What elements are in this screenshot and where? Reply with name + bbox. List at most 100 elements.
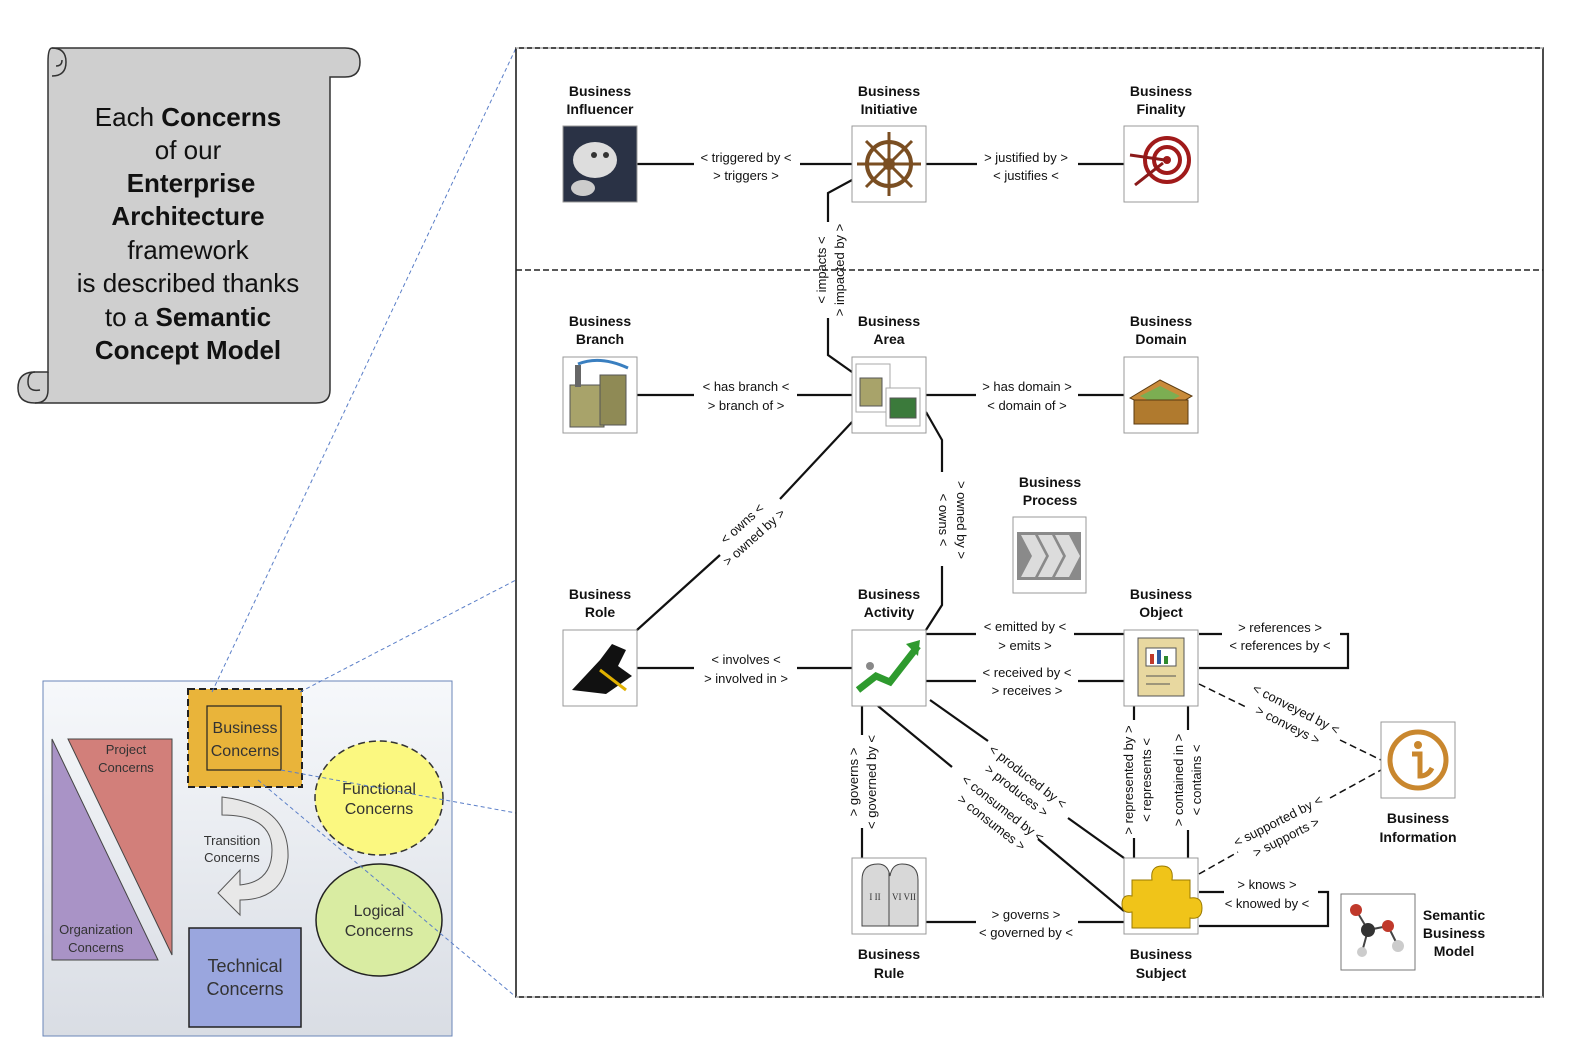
business-process-icon — [1012, 516, 1087, 594]
activity-label-2: Activity — [864, 604, 915, 620]
scroll-callout: Each Concerns of our Enterprise Architec… — [17, 47, 361, 404]
business-branch-icon — [562, 356, 638, 434]
rel-knows-1: > knows > — [1237, 877, 1296, 892]
node-labels: Business Influencer Business Initiative … — [567, 83, 1486, 981]
branch-label-2: Branch — [576, 331, 624, 347]
rel-references-1: > references > — [1238, 620, 1322, 635]
rel-branch-2: > branch of > — [708, 398, 785, 413]
organization-concerns-label-1: Organization — [59, 922, 133, 937]
transition-concerns-label-2: Concerns — [204, 850, 260, 865]
business-area-icon — [851, 356, 927, 434]
rel-represented-1: > represented by > — [1121, 725, 1136, 834]
rel-represented-2: < represents < — [1139, 738, 1154, 822]
role-label-2: Role — [585, 604, 616, 620]
rel-domain-2: < domain of > — [987, 398, 1067, 413]
organization-concerns-shape — [51, 738, 159, 961]
finality-label-2: Finality — [1136, 101, 1185, 117]
model-label-3: Model — [1434, 943, 1474, 959]
connectors — [636, 162, 1350, 928]
technical-concerns-shape — [188, 927, 302, 1028]
rel-emitted-2: > emits > — [998, 638, 1051, 653]
rel-owns-act-1: < owns < — [936, 494, 951, 547]
activity-label-1: Business — [858, 586, 920, 602]
process-label-2: Process — [1023, 492, 1078, 508]
zoom-lines — [211, 47, 517, 998]
rel-impacts-2: > impacted by > — [832, 224, 847, 317]
object-label-1: Business — [1130, 586, 1192, 602]
rel-domain-1: > has domain > — [982, 379, 1072, 394]
business-finality-icon — [1123, 125, 1199, 203]
logical-concerns-shape — [315, 863, 443, 977]
business-domain-icon — [1123, 356, 1199, 434]
model-label-2: Business — [1423, 925, 1485, 941]
business-concerns-shape — [187, 688, 303, 788]
rel-references-2: < references by < — [1229, 638, 1330, 653]
scroll-line8: Concept Model — [95, 335, 281, 365]
dashed-connectors — [1198, 683, 1382, 875]
project-concerns-label-2: Concerns — [98, 760, 154, 775]
initiative-label-2: Initiative — [861, 101, 918, 117]
business-initiative-icon — [851, 125, 927, 203]
business-concerns-label-1: Business — [213, 720, 278, 737]
functional-concerns-shape — [314, 740, 444, 856]
transition-concerns-label-1: Transition — [204, 833, 261, 848]
rel-involves-2: > involved in > — [704, 671, 788, 686]
rule-label-1: Business — [858, 946, 920, 962]
scroll-line4: Architecture — [111, 201, 264, 231]
functional-concerns-label-1: Functional — [342, 781, 416, 798]
logical-concerns-label-1: Logical — [354, 903, 405, 920]
area-label-1: Business — [858, 313, 920, 329]
logical-concerns-label-2: Concerns — [345, 923, 413, 940]
initiative-label-1: Business — [858, 83, 920, 99]
domain-label-2: Domain — [1135, 331, 1186, 347]
business-information-icon — [1380, 721, 1456, 799]
branch-label-1: Business — [569, 313, 631, 329]
svg-text:to a Semantic: to a Semantic — [105, 302, 271, 332]
rel-received-2: > receives > — [992, 683, 1063, 698]
subject-label-1: Business — [1130, 946, 1192, 962]
rel-involves-1: < involves < — [711, 652, 780, 667]
project-concerns-shape — [67, 738, 173, 956]
business-role-icon — [562, 629, 638, 707]
business-concerns-label-2: Concerns — [211, 743, 279, 760]
object-label-2: Object — [1139, 604, 1183, 620]
influencer-label-1: Business — [569, 83, 631, 99]
subject-label-2: Subject — [1136, 965, 1187, 981]
rel-governs-v-2: < governed by < — [864, 735, 879, 829]
influencer-label-2: Influencer — [567, 101, 634, 117]
model-label-1: Semantic — [1423, 907, 1485, 923]
information-label-1: Business — [1387, 810, 1449, 826]
process-label-1: Business — [1019, 474, 1081, 490]
rule-label-2: Rule — [874, 965, 905, 981]
rel-governs-v-1: > governs > — [846, 748, 861, 817]
project-concerns-label-1: Project — [106, 742, 147, 757]
rel-triggered-1: < triggered by < — [700, 150, 791, 165]
area-label-2: Area — [873, 331, 904, 347]
rel-triggered-2: > triggers > — [713, 168, 779, 183]
organization-concerns-label-2: Concerns — [68, 940, 124, 955]
information-label-2: Information — [1380, 829, 1457, 845]
scroll-line5: framework — [127, 235, 249, 265]
technical-concerns-label-1: Technical — [207, 956, 282, 976]
rel-justified-1: > justified by > — [984, 150, 1068, 165]
rel-justified-2: < justifies < — [993, 168, 1059, 183]
rel-impacts-1: < impacts < — [814, 236, 829, 303]
role-label-1: Business — [569, 586, 631, 602]
rel-contained-1: > contained in > — [1171, 734, 1186, 827]
business-subject-icon — [1121, 857, 1203, 935]
business-activity-icon — [851, 629, 927, 707]
business-object-icon — [1123, 629, 1199, 707]
domain-label-1: Business — [1130, 313, 1192, 329]
svg-text:I II: I II — [869, 892, 880, 902]
scroll-line7-b: Semantic — [155, 302, 271, 332]
svg-text:VI VII: VI VII — [892, 892, 916, 902]
rel-owns-act-2: > owned by > — [954, 481, 969, 559]
business-influencer-icon — [562, 125, 638, 203]
rel-knows-2: < knowed by < — [1225, 896, 1310, 911]
scroll-line3: Enterprise — [127, 168, 256, 198]
rel-governs-h-2: < governed by < — [979, 925, 1073, 940]
functional-concerns-label-2: Concerns — [345, 801, 413, 818]
business-rule-icon: I II VI VII — [851, 857, 927, 935]
scroll-line6: is described thanks — [77, 268, 300, 298]
